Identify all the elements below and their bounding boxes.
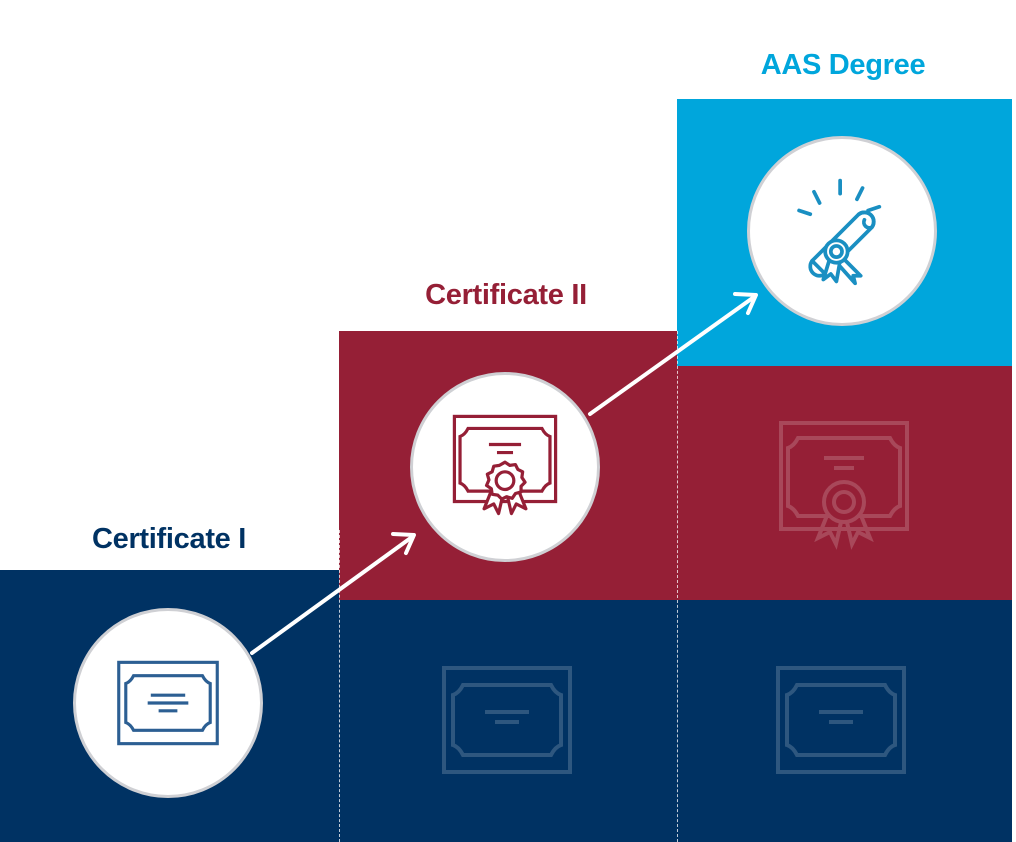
navy-block-col3 (677, 600, 1012, 842)
ghost-certificate-icon (776, 666, 906, 774)
level-3-badge (747, 136, 937, 326)
certificate-icon (117, 660, 219, 746)
column-divider-1 (339, 530, 340, 842)
certificate-ribbon-icon (452, 414, 558, 516)
level-2-label: Certificate II (425, 279, 587, 311)
diploma-scroll-icon (797, 178, 882, 286)
level-2-badge (410, 372, 600, 562)
column-divider-2 (677, 331, 678, 842)
ghost-certificate-ribbon-icon (779, 421, 909, 550)
level-3-label: AAS Degree (760, 49, 926, 81)
level-1-badge (73, 608, 263, 798)
level-1-label: Certificate I (91, 523, 247, 555)
ghost-certificate-icon (442, 666, 572, 774)
